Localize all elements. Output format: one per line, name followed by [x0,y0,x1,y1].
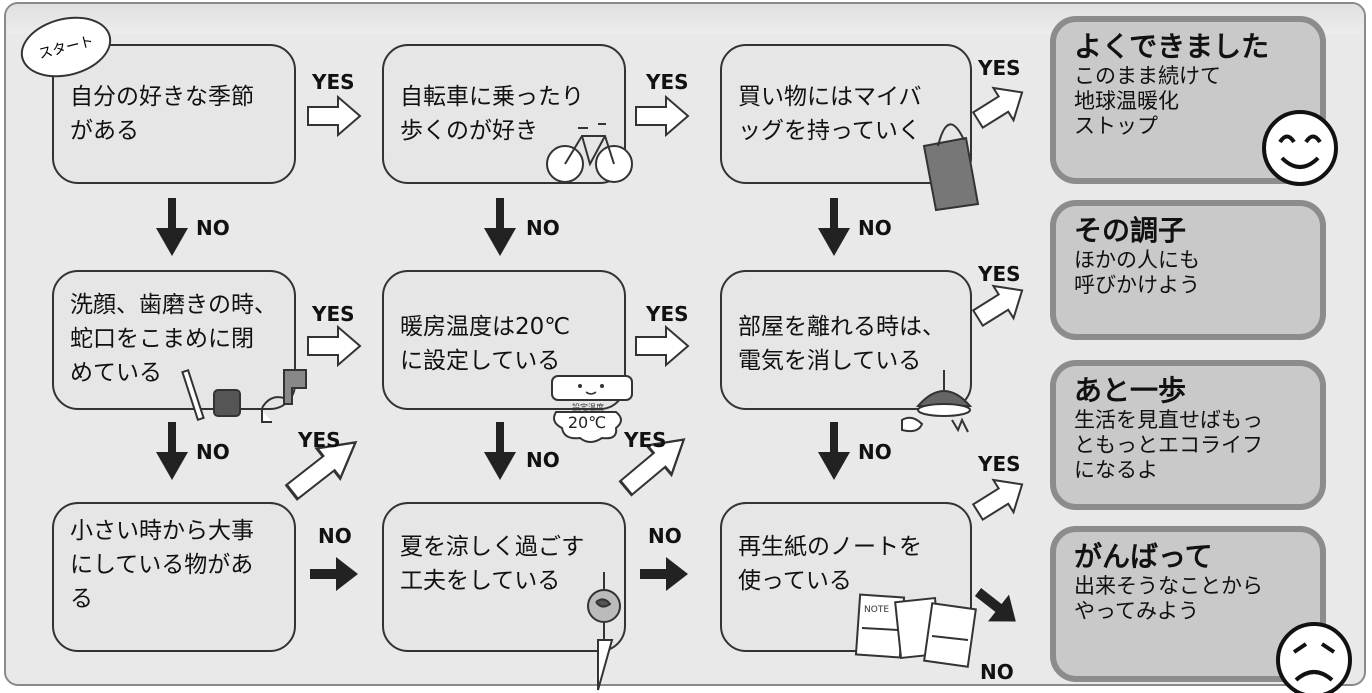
start-label: スタート [37,33,96,63]
result-one-more-step: あと一歩 生活を見直せばもっ ともっとエコライフ になるよ [1050,360,1326,510]
question-bicycle-walking: 自転車に乗ったり 歩くのが好き [382,44,626,184]
yes-label: YES [646,70,689,94]
down-arrow-icon [484,198,516,256]
question-faucet: 洗顔、歯磨きの時、 蛇口をこまめに閉 めている [52,270,296,410]
down-arrow-icon [818,422,850,480]
result-body: このまま続けて 地球温暖化 ストップ [1074,64,1221,138]
question-summer-cooling: 夏を涼しく過ごす 工夫をしている [382,502,626,652]
sad-face-icon [1276,622,1352,693]
aircon-setting-label: 設定温度 [572,402,604,412]
no-label: NO [858,440,892,464]
no-label: NO [318,524,352,548]
lamp-icon [901,370,973,433]
question-lights-off: 部屋を離れる時は、 電気を消している [720,270,972,410]
bicycle-icon [546,123,633,183]
no-label: NO [526,216,560,240]
notebook-icon: NOTE [854,593,977,668]
result-well-done: よくできました このまま続けて 地球温暖化 ストップ [1050,16,1326,184]
yes-label: YES [298,428,341,452]
result-title: がんばって [1074,540,1213,573]
yes-label: YES [978,56,1021,80]
no-label: NO [980,660,1014,684]
yes-label: YES [312,70,355,94]
result-body: 生活を見直せばもっ ともっとエコライフ になるよ [1074,408,1263,482]
faucet-icon [181,369,307,423]
result-body: ほかの人にも 呼びかけよう [1074,248,1200,297]
no-label: NO [526,448,560,472]
no-label: NO [858,216,892,240]
down-arrow-icon [484,422,516,480]
smiley-face-icon [1262,110,1338,186]
yes-label: YES [978,262,1021,286]
no-arrow-icon [640,557,688,591]
air-conditioner-icon: 設定温度 20℃ [551,375,633,443]
no-arrow-icon [967,578,1027,635]
no-label: NO [196,440,230,464]
result-title: よくできました [1074,30,1270,63]
yes-label: YES [646,302,689,326]
result-title: その調子 [1074,214,1187,247]
note-label: NOTE [864,605,889,615]
yes-label: YES [624,428,667,452]
yes-arrow-icon [635,96,689,136]
down-arrow-icon [156,422,188,480]
result-body: 出来そうなことから やってみよう [1074,574,1263,623]
yes-arrow-icon [635,326,689,366]
result-keep-it-up: その調子 ほかの人にも 呼びかけよう [1050,200,1326,340]
wind-chime-icon [587,572,621,691]
no-arrow-icon [310,557,358,591]
yes-arrow-icon [307,96,361,136]
aircon-temp-label: 20℃ [568,413,606,432]
down-arrow-icon [156,198,188,256]
no-label: NO [648,524,682,548]
yes-arrow-icon [966,75,1034,138]
question-favorite-season: 自分の好きな季節 がある [52,44,296,184]
yes-label: YES [312,302,355,326]
shopping-bag-icon [922,123,980,212]
question-treasured-item: 小さい時から大事 にしている物があ る [52,502,296,652]
result-title: あと一歩 [1074,374,1187,407]
yes-arrow-icon [966,467,1034,530]
yes-arrow-icon [307,326,361,366]
yes-label: YES [978,452,1021,476]
no-label: NO [196,216,230,240]
down-arrow-icon [818,198,850,256]
